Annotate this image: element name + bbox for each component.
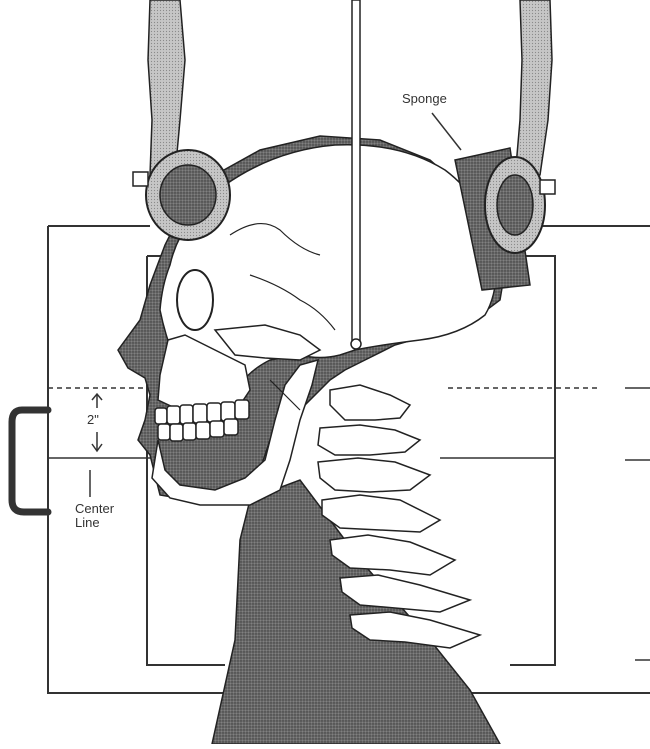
center-line-label-line2: Line xyxy=(75,516,100,530)
cassette-handle xyxy=(12,410,48,512)
sponge-leader xyxy=(432,113,461,150)
left-head-clamp xyxy=(133,0,230,240)
right-edge-marks xyxy=(625,388,650,660)
teeth xyxy=(155,400,249,441)
orbit xyxy=(177,270,213,330)
positioning-rod xyxy=(351,0,361,349)
center-line-label-line1: Center xyxy=(75,502,114,516)
sponge-label: Sponge xyxy=(402,92,447,106)
dimension-label: 2" xyxy=(87,413,99,427)
